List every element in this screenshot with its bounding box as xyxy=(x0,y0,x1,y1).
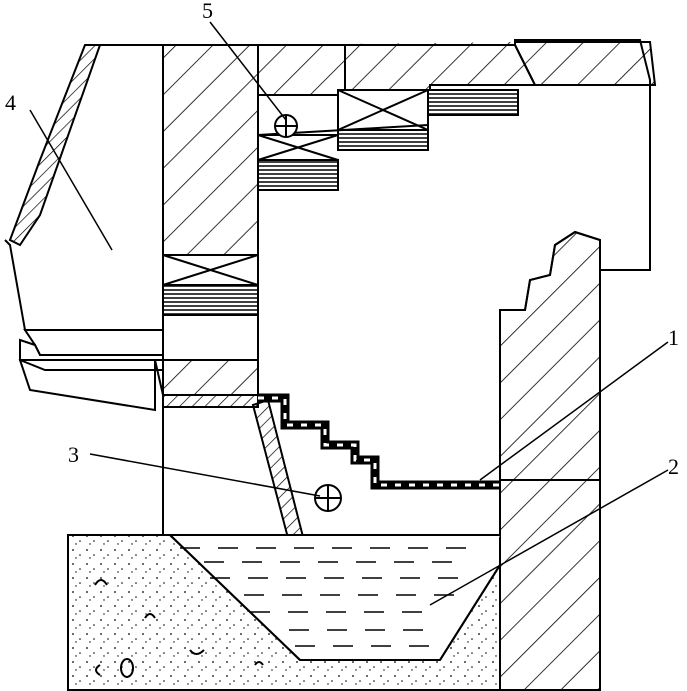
stepped-belt-part-1 xyxy=(258,393,500,490)
right-wall xyxy=(499,230,601,691)
leader-lines xyxy=(29,21,669,606)
callout-3: 3 xyxy=(68,442,79,467)
hood-ledge xyxy=(18,329,259,412)
stepped-wall xyxy=(257,89,519,191)
callout-2: 2 xyxy=(668,454,679,479)
callout-1: 1 xyxy=(668,325,679,350)
callout-5: 5 xyxy=(202,0,213,23)
central-column xyxy=(162,44,259,410)
pipe-part-5 xyxy=(274,114,298,138)
pipe-part-3 xyxy=(314,484,342,512)
callout-4: 4 xyxy=(5,90,16,115)
soil-base xyxy=(67,534,501,691)
